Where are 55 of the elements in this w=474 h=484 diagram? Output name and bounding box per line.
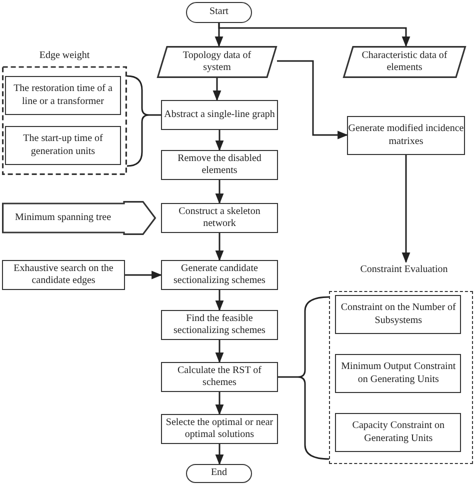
group-heading: Edge weight bbox=[39, 50, 90, 62]
process-box bbox=[335, 354, 462, 394]
node-label: The restoration time of a line or a transformer bbox=[12, 83, 114, 108]
process-box bbox=[335, 295, 462, 334]
brace-connector bbox=[126, 75, 162, 167]
process-box bbox=[161, 260, 278, 290]
arrow bbox=[215, 180, 224, 204]
dashed-group bbox=[2, 50, 127, 175]
arrow bbox=[215, 392, 224, 416]
process-box bbox=[5, 126, 121, 165]
node-label: End bbox=[210, 467, 228, 480]
brace-connector bbox=[277, 296, 330, 460]
arrow bbox=[277, 60, 348, 140]
node-label: Generate modified incidence matrixes bbox=[348, 123, 464, 148]
node-label: Start bbox=[210, 6, 228, 19]
arrow bbox=[402, 155, 410, 264]
block-arrow-box bbox=[2, 201, 156, 235]
arrow bbox=[215, 444, 224, 466]
arrow bbox=[218, 23, 410, 48]
process-box bbox=[161, 362, 278, 392]
node-label: Minimum Output Constraint on Generating Units bbox=[340, 361, 457, 386]
data-parallelogram bbox=[157, 46, 277, 78]
process-box bbox=[161, 100, 278, 130]
dashed-group bbox=[329, 291, 473, 464]
node-label: Exhaustive search on the candidate edges bbox=[12, 262, 114, 288]
arrow bbox=[212, 78, 222, 102]
process-box bbox=[161, 150, 278, 180]
arrow bbox=[215, 130, 224, 152]
node-label: Topology data of system bbox=[182, 50, 252, 74]
node-label: Generate candidate sectionalizing schemes bbox=[172, 262, 266, 288]
arrow bbox=[215, 290, 224, 312]
node-label: Capacity Constraint on Generating Units bbox=[351, 420, 446, 446]
process-box bbox=[335, 413, 462, 452]
node-label: The start-up time of generation units bbox=[22, 133, 104, 158]
node-label: Find the feasible sectionalizing schemes bbox=[172, 312, 266, 338]
node-label: Remove the disabled elements bbox=[176, 152, 262, 178]
terminal-shape bbox=[186, 464, 252, 483]
data-parallelogram bbox=[343, 46, 466, 78]
arrow bbox=[125, 270, 162, 280]
arrow bbox=[215, 233, 224, 262]
node-label: Constraint on the Number of Subsystems bbox=[340, 302, 457, 328]
node-label: Calculate the RST of schemes bbox=[176, 364, 262, 390]
process-box bbox=[347, 116, 465, 155]
node-label: Characteristic data of elements bbox=[360, 50, 448, 74]
process-box bbox=[5, 76, 121, 115]
section-heading: Constraint Evaluation bbox=[360, 264, 448, 276]
process-box bbox=[161, 310, 278, 340]
node-label: Selecte the optimal or near optimal solutions bbox=[164, 416, 274, 442]
node-label: Abstract a single-line graph bbox=[164, 108, 275, 122]
terminal-shape bbox=[186, 2, 252, 23]
process-box bbox=[161, 203, 278, 233]
node-label: Construct a skeleton network bbox=[178, 206, 262, 230]
process-box bbox=[2, 260, 125, 290]
arrow bbox=[215, 340, 224, 364]
node-label: Minimum spanning tree bbox=[14, 212, 112, 224]
